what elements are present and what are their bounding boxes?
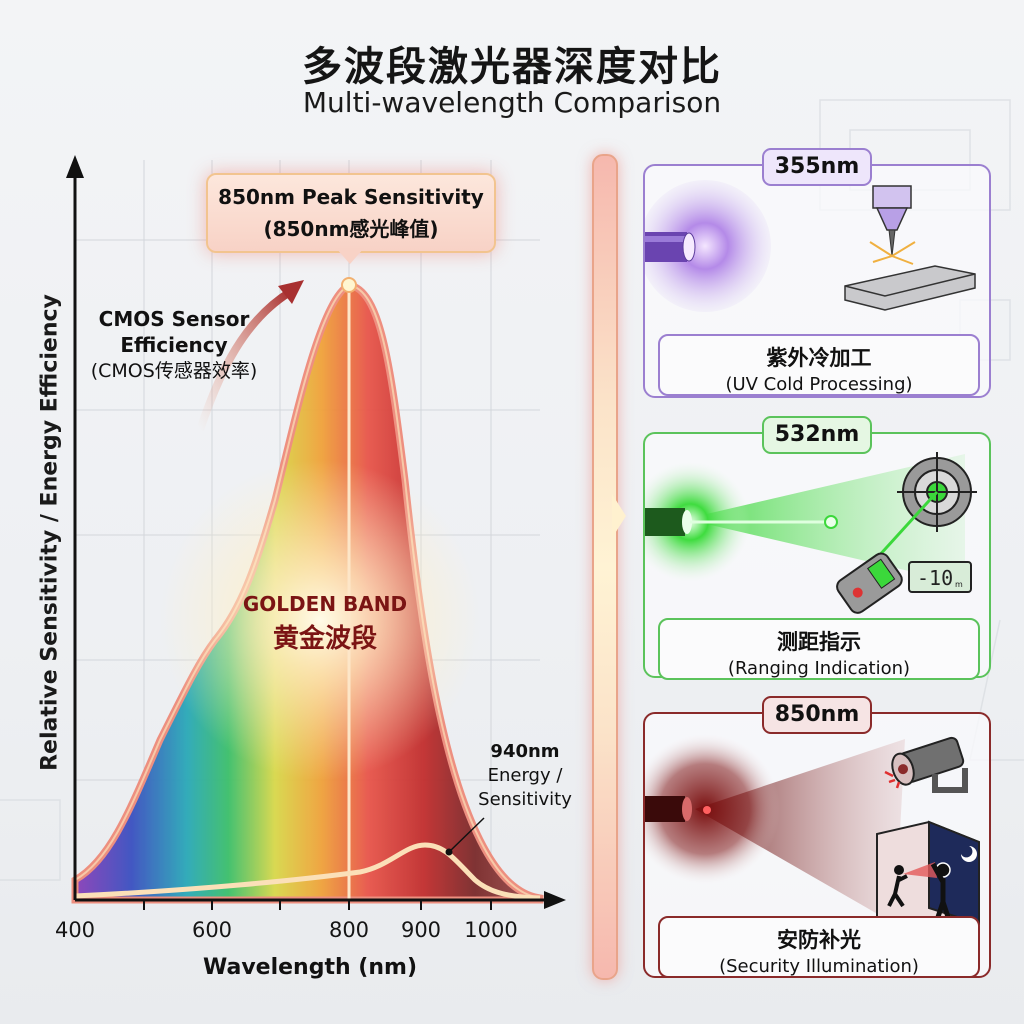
golden-band-en: GOLDEN BAND [242,592,408,616]
940nm-energy-curve [74,842,541,901]
page-title-english: Multi-wavelength Comparison [302,86,722,119]
distance-unit: m [955,580,963,589]
callout-pointer [336,248,364,264]
page-title-chinese: 多波段激光器深度对比 [302,44,722,90]
peak-callout-en: 850nm Peak Sensitivity [218,185,484,209]
940nm-label: 940nm [490,741,560,762]
x-tick-900: 900 [400,918,442,942]
caption-en: (UV Cold Processing) [725,374,913,395]
distance-display [908,561,972,593]
wavelength-badge-850: 850nm [762,696,872,734]
card-850nm: 850nm 安防补光 (Security Illumination) [643,696,991,978]
940nm-line3: Sensitivity [478,789,572,810]
wavelength-badge-355: 355nm [762,148,872,186]
cmos-efficiency-label: CMOS Sensor Efficiency (CMOS传感器效率) [74,306,274,384]
divider-pointer [612,494,626,538]
security-camera-icon [645,734,980,944]
card-caption-security: 安防补光 (Security Illumination) [658,916,980,978]
940nm-annotation: 940nm Energy / Sensitivity [470,740,580,812]
distance-value: -10 [917,566,953,590]
wavelength-badge-532: 532nm [762,416,872,454]
peak-sensitivity-callout: 850nm Peak Sensitivity (850nm感光峰值) [206,173,496,253]
caption-cn: 测距指示 [777,630,861,654]
x-tick-1000: 1000 [464,918,518,942]
rangefinder-target-icon: -10 m [645,452,977,614]
caption-en: (Security Illumination) [719,956,919,977]
card-caption-ranging: 测距指示 (Ranging Indication) [658,618,980,680]
golden-band-cn: 黄金波段 [272,624,377,654]
cmos-label-line3: (CMOS传感器效率) [90,360,258,382]
golden-band-label: GOLDEN BAND 黄金波段 [230,592,420,655]
caption-cn: 安防补光 [777,928,861,952]
cmos-label-line2: Efficiency [120,333,228,357]
peak-callout-cn: (850nm感光峰值) [263,217,439,241]
card-532nm: -10 m 532nm 测距指示 (Ranging Indication) [643,416,991,680]
x-tick-800: 800 [328,918,370,942]
x-axis-label: Wavelength (nm) [203,955,417,980]
peak-point [341,277,357,293]
cmos-trend-arrow [196,288,293,432]
x-tick-600: 600 [191,918,233,942]
caption-en: (Ranging Indication) [727,658,911,679]
caption-cn: 紫外冷加工 [766,346,872,370]
golden-band-glow [160,460,480,780]
y-axis-label: Relative Sensitivity / Energy Efficiency [37,294,63,771]
card-caption-uv: 紫外冷加工 (UV Cold Processing) [658,334,980,396]
section-divider [592,154,618,980]
940nm-line2: Energy / [487,765,563,786]
x-tick-400: 400 [54,918,96,942]
card-355nm: 355nm 紫外冷加工 (UV Cold Processing) [643,148,991,398]
cmos-label-line1: CMOS Sensor [98,307,250,331]
uv-laser-cutting-icon [645,180,976,312]
